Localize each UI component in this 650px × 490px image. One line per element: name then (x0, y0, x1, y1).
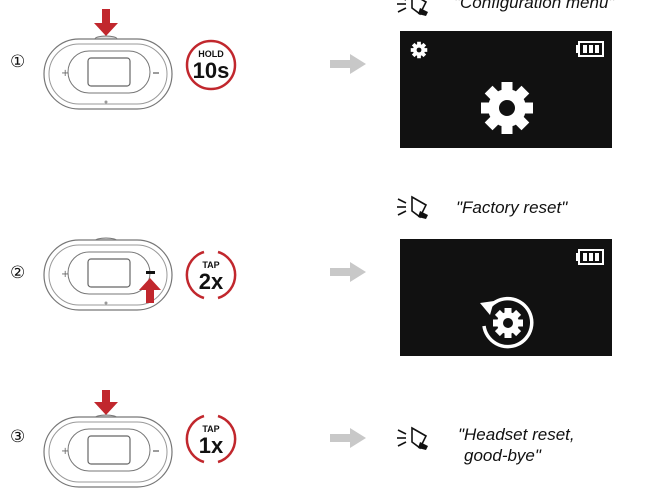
badge-label-hold: HOLD (198, 49, 224, 59)
voice-text-line-2: good-bye" (464, 446, 541, 465)
step-3-arrow-icon (330, 428, 366, 448)
step-2-number: ② (10, 263, 26, 283)
speaker-icon (397, 195, 428, 219)
step-1-device: + (43, 9, 173, 110)
step-1-number: ① (10, 52, 26, 72)
step-3-device: + (43, 390, 173, 488)
battery-icon (576, 41, 604, 57)
voice-text-line-1: "Headset reset, (458, 425, 575, 444)
step-1-screen (400, 31, 612, 148)
press-arrow-icon (94, 9, 118, 36)
step-2-screen (400, 239, 612, 356)
step-1-arrow-icon (330, 54, 366, 74)
gear-icon (410, 41, 428, 59)
badge-value-10s: 10s (192, 58, 230, 83)
badge-label-tap: TAP (202, 260, 220, 270)
press-arrow-icon (139, 278, 161, 303)
speaker-icon (397, 0, 428, 16)
step-1-badge: HOLD 10s (184, 38, 238, 92)
badge-label-tap: TAP (202, 424, 220, 434)
badge-value-2x: 2x (198, 269, 224, 294)
voice-text: "Configuration menu" (454, 0, 615, 12)
step-3-number: ③ (10, 427, 26, 447)
svg-text:+: + (61, 68, 69, 79)
reset-gear-icon (480, 296, 534, 349)
badge-value-1x: 1x (198, 433, 224, 458)
svg-text:+: + (61, 269, 69, 280)
battery-icon (576, 249, 604, 265)
step-2-arrow-icon (330, 262, 366, 282)
center-gear-icon (481, 82, 533, 134)
voice-text: "Factory reset" (456, 198, 568, 217)
step-2-badge: TAP 2x (184, 248, 238, 302)
step-2-device: + (43, 237, 173, 311)
step-3-badge: TAP 1x (184, 412, 238, 466)
press-arrow-icon (94, 390, 118, 415)
speaker-icon (397, 426, 428, 450)
svg-text:+: + (61, 446, 69, 457)
